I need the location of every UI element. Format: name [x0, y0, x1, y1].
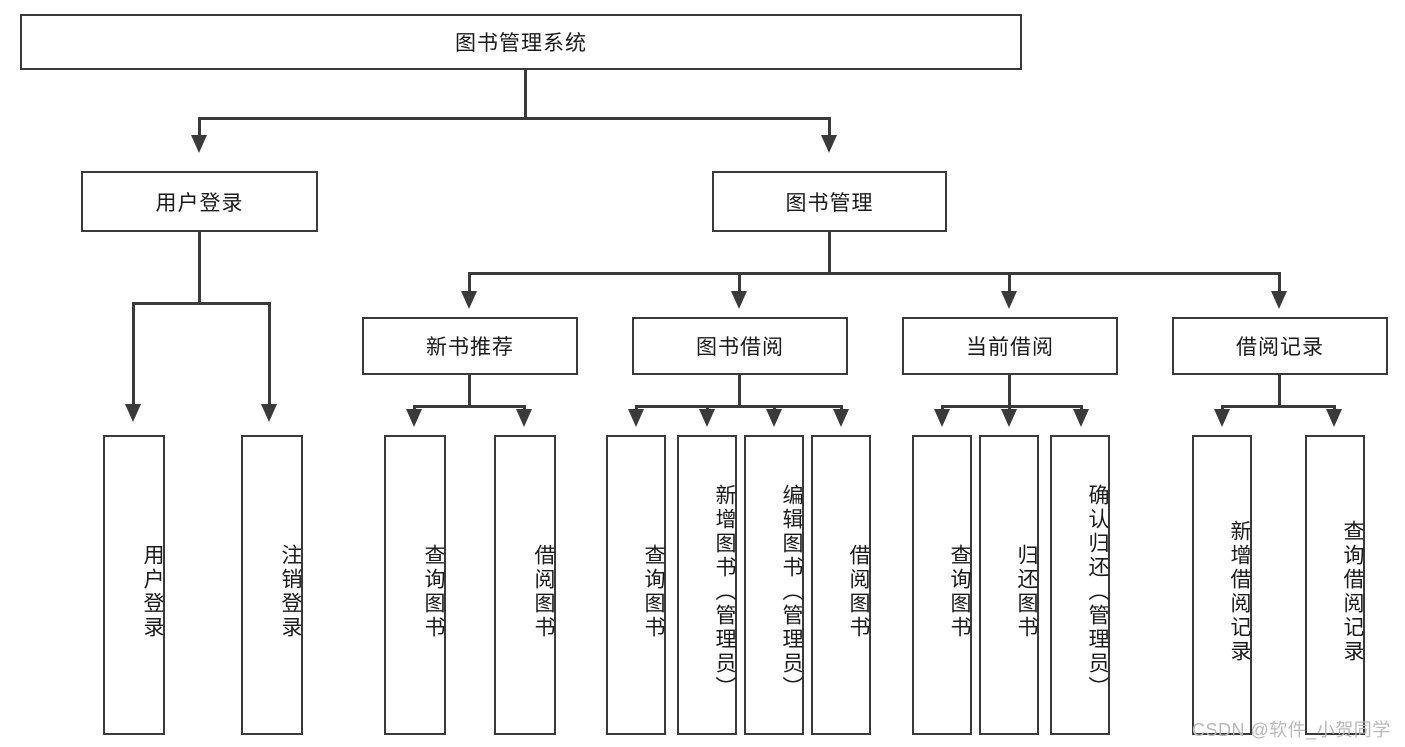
edge-user-login-stem — [198, 232, 201, 303]
edge-user-login-drop-1 — [132, 302, 135, 409]
edge-bm-drop-4 — [1278, 272, 1281, 296]
node-borrow-record-label: 借阅记录 — [1236, 336, 1324, 359]
leaf-borrow-book-1[interactable]: 借阅图书 — [494, 435, 556, 735]
edge-cb-drop-2 — [1008, 405, 1011, 411]
arrow-current-borrow — [1001, 291, 1017, 309]
arrow-leaf-query-book-2 — [628, 409, 644, 427]
leaf-user-login-label: 用户登录 — [141, 544, 164, 640]
arrow-book-borrow — [731, 291, 747, 309]
edge-br-drop-1 — [1221, 405, 1224, 411]
node-book-borrow[interactable]: 图书借阅 — [632, 317, 848, 375]
edge-book-manage-stem — [828, 232, 831, 273]
edge-bb-drop-1 — [635, 405, 638, 411]
node-new-book-rec-label: 新书推荐 — [426, 336, 514, 359]
node-new-book-rec[interactable]: 新书推荐 — [362, 317, 578, 375]
arrow-leaf-edit-book — [766, 409, 782, 427]
arrow-leaf-logout — [261, 404, 277, 422]
edge-bb-drop-4 — [840, 405, 843, 411]
leaf-add-record-label: 新增借阅记录 — [1228, 520, 1251, 664]
arrow-leaf-borrow-book-1 — [516, 409, 532, 427]
arrow-leaf-query-book-3 — [934, 409, 950, 427]
leaf-borrow-book-1-label: 借阅图书 — [532, 544, 555, 640]
arrow-root-to-book-manage — [821, 135, 837, 153]
arrow-leaf-return-book — [1001, 409, 1017, 427]
arrow-root-to-user-login — [191, 135, 207, 153]
leaf-query-book-2[interactable]: 查询图书 — [606, 435, 666, 735]
edge-book-manage-bus — [469, 272, 1281, 275]
node-book-borrow-label: 图书借阅 — [696, 336, 784, 359]
leaf-query-record-label: 查询借阅记录 — [1341, 520, 1364, 664]
arrow-leaf-add-record — [1214, 409, 1230, 427]
edge-cb-stem — [1008, 375, 1011, 406]
arrow-leaf-add-book — [699, 409, 715, 427]
leaf-return-book-label: 归还图书 — [1015, 544, 1038, 640]
leaf-query-book-1[interactable]: 查询图书 — [384, 435, 446, 735]
edge-user-login-bus — [133, 302, 270, 305]
leaf-query-record[interactable]: 查询借阅记录 — [1305, 435, 1365, 735]
leaf-add-book[interactable]: 新增图书（管理员） — [677, 435, 737, 735]
leaf-edit-book-label: 编辑图书（管理员） — [780, 484, 803, 700]
node-root[interactable]: 图书管理系统 — [20, 14, 1022, 70]
node-root-label: 图书管理系统 — [455, 32, 587, 55]
node-user-login[interactable]: 用户登录 — [81, 171, 318, 232]
edge-nbr-drop-1 — [413, 405, 416, 411]
edge-root-stem — [524, 70, 527, 118]
leaf-borrow-book-2[interactable]: 借阅图书 — [811, 435, 871, 735]
edge-bb-drop-3 — [773, 405, 776, 411]
arrow-leaf-user-login — [125, 404, 141, 422]
node-current-borrow-label: 当前借阅 — [966, 336, 1054, 359]
edge-nbr-bus — [414, 405, 526, 408]
leaf-add-record[interactable]: 新增借阅记录 — [1192, 435, 1252, 735]
leaf-add-book-label: 新增图书（管理员） — [713, 484, 736, 700]
edge-bm-drop-3 — [1008, 272, 1011, 296]
edge-nbr-drop-2 — [523, 405, 526, 411]
node-book-manage[interactable]: 图书管理 — [712, 171, 947, 232]
arrow-borrow-record — [1271, 291, 1287, 309]
leaf-edit-book[interactable]: 编辑图书（管理员） — [744, 435, 804, 735]
edge-cb-bus — [942, 405, 1083, 408]
node-borrow-record[interactable]: 借阅记录 — [1172, 317, 1388, 375]
edge-root-bus — [199, 117, 831, 120]
leaf-query-book-3[interactable]: 查询图书 — [912, 435, 972, 735]
edge-cb-drop-1 — [941, 405, 944, 411]
arrow-new-book-rec — [461, 291, 477, 309]
leaf-query-book-3-label: 查询图书 — [948, 544, 971, 640]
edge-root-to-user-login — [198, 117, 201, 140]
arrow-leaf-confirm-return — [1073, 409, 1089, 427]
edge-br-bus — [1222, 405, 1336, 408]
edge-nbr-stem — [468, 375, 471, 406]
node-current-borrow[interactable]: 当前借阅 — [902, 317, 1118, 375]
edge-root-to-book-manage — [828, 117, 831, 140]
leaf-logout-label: 注销登录 — [279, 544, 302, 640]
edge-user-login-drop-2 — [268, 302, 271, 409]
arrow-leaf-query-record — [1326, 409, 1342, 427]
edge-cb-drop-3 — [1080, 405, 1083, 411]
edge-br-stem — [1278, 375, 1281, 406]
leaf-return-book[interactable]: 归还图书 — [979, 435, 1039, 735]
leaf-user-login[interactable]: 用户登录 — [103, 435, 165, 735]
arrow-leaf-query-book-1 — [406, 409, 422, 427]
edge-bm-drop-1 — [468, 272, 471, 296]
leaf-confirm-return-label: 确认归还（管理员） — [1086, 484, 1109, 700]
edge-bb-bus — [636, 405, 843, 408]
edge-bb-drop-2 — [706, 405, 709, 411]
edge-bb-stem — [738, 375, 741, 406]
leaf-logout[interactable]: 注销登录 — [241, 435, 303, 735]
csdn-watermark: CSDN @软件_小贺同学 — [1192, 720, 1391, 740]
leaf-confirm-return[interactable]: 确认归还（管理员） — [1050, 435, 1110, 735]
node-book-manage-label: 图书管理 — [785, 191, 874, 215]
edge-br-drop-2 — [1333, 405, 1336, 411]
leaf-query-book-1-label: 查询图书 — [422, 544, 445, 640]
leaf-borrow-book-2-label: 借阅图书 — [847, 544, 870, 640]
node-user-login-label: 用户登录 — [155, 191, 244, 215]
leaf-query-book-2-label: 查询图书 — [642, 544, 665, 640]
arrow-leaf-borrow-book-2 — [833, 409, 849, 427]
edge-bm-drop-2 — [738, 272, 741, 296]
